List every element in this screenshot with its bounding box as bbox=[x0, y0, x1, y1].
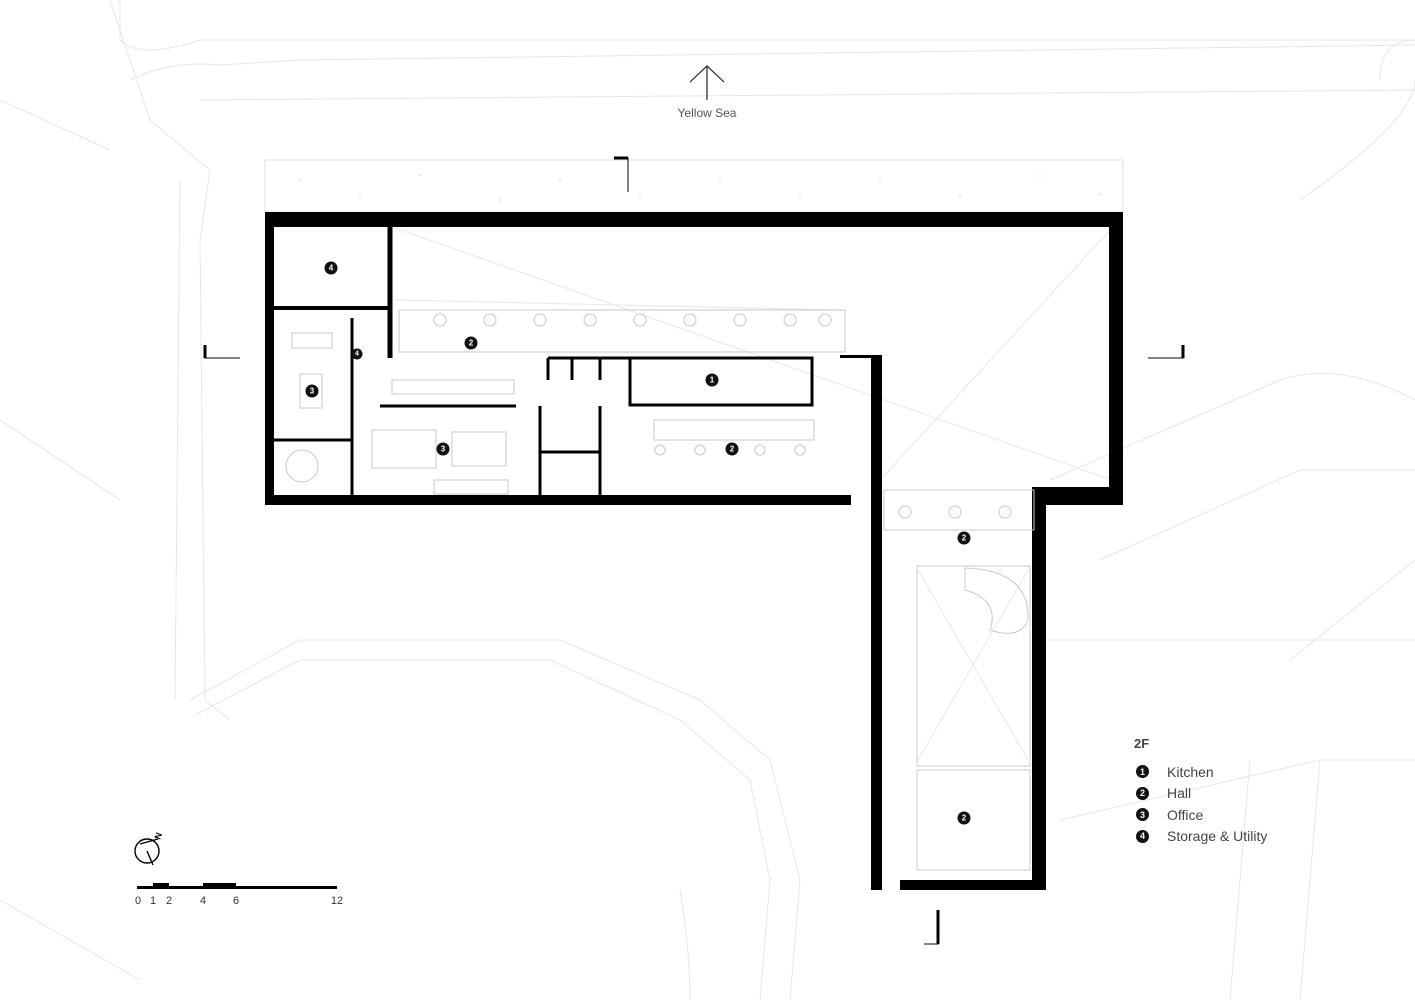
room-tag-hall-right-bottom: 2 bbox=[957, 811, 971, 825]
legend-number: 4 bbox=[1136, 829, 1149, 843]
legend-number: 3 bbox=[1136, 808, 1149, 822]
scale-bar bbox=[137, 883, 337, 889]
room-tag-storage: 4 bbox=[324, 261, 338, 275]
legend-item: 3 Office bbox=[1134, 804, 1267, 826]
north-arrow-icon bbox=[689, 65, 725, 100]
terrace-texture bbox=[299, 174, 1101, 201]
scale-label: 6 bbox=[232, 895, 240, 907]
legend-item: 4 Storage & Utility bbox=[1134, 826, 1267, 848]
exterior-walls bbox=[265, 212, 1123, 890]
room-tag-kitchen: 1 bbox=[705, 373, 719, 387]
legend-label: Office bbox=[1167, 806, 1204, 823]
furniture bbox=[285, 309, 1035, 871]
room-tag-small-core: 4 bbox=[351, 348, 363, 360]
interior-walls bbox=[271, 227, 814, 500]
scale-label: 1 bbox=[149, 895, 157, 907]
legend-label: Kitchen bbox=[1167, 763, 1214, 780]
room-tag-hall-right-top: 2 bbox=[957, 531, 971, 545]
legend-number: 1 bbox=[1136, 765, 1149, 779]
scale-label: 2 bbox=[165, 895, 173, 907]
scale-label: 0 bbox=[134, 895, 142, 907]
room-tag-hall-top: 2 bbox=[464, 336, 478, 350]
legend-label: Hall bbox=[1167, 785, 1192, 802]
room-tag-office-left: 3 bbox=[305, 384, 319, 398]
compass-letter: N bbox=[152, 831, 164, 841]
scale-label: 4 bbox=[199, 895, 207, 907]
scale-label: 12 bbox=[330, 895, 344, 907]
legend-title: 2F bbox=[1134, 736, 1150, 751]
section-markers bbox=[203, 156, 1185, 945]
room-tag-hall-center: 2 bbox=[725, 442, 739, 456]
legend: 2F 1 Kitchen 2 Hall 3 Office 4 Storage &… bbox=[1134, 736, 1267, 847]
legend-number: 2 bbox=[1136, 786, 1149, 800]
compass-icon bbox=[134, 838, 160, 866]
north-terrace bbox=[264, 159, 1124, 213]
legend-label: Storage & Utility bbox=[1167, 828, 1268, 845]
roof-lines bbox=[394, 227, 1113, 761]
legend-item: 2 Hall bbox=[1134, 783, 1267, 805]
chairs bbox=[433, 313, 1012, 519]
room-tag-office-center: 3 bbox=[436, 442, 450, 456]
north-label: Yellow Sea bbox=[677, 106, 737, 120]
legend-item: 1 Kitchen bbox=[1134, 761, 1267, 783]
